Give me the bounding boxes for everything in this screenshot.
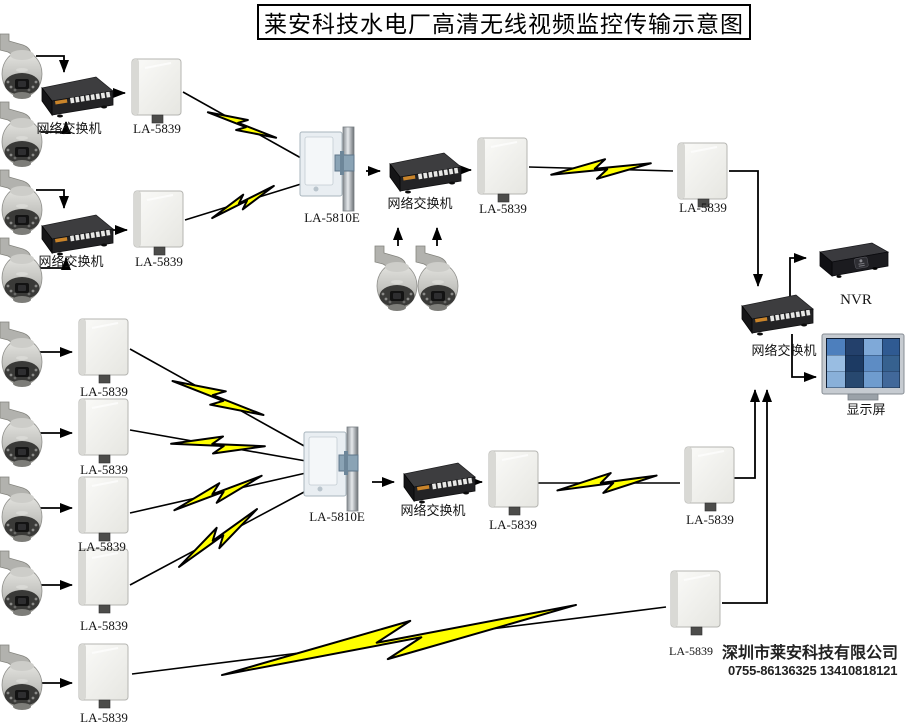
lightning-bolt-icon (206, 100, 278, 150)
lightning-bolt-icon (170, 506, 266, 570)
lightning-bolt-icon (170, 427, 266, 463)
base-station-label: LA-5810E (309, 509, 365, 524)
bridge-antenna-icon (78, 318, 129, 384)
display-monitor-icon (821, 333, 905, 401)
base-station-icon (299, 126, 355, 212)
bridge-label: LA-5839 (489, 517, 537, 532)
bridge-label: LA-5839 (133, 121, 181, 136)
cable-arrows (36, 55, 817, 688)
network-switch-icon (403, 462, 476, 504)
ptz-camera-icon (0, 169, 43, 236)
switch-label: 网络交换机 (38, 254, 103, 269)
network-switch-icon (41, 76, 114, 118)
switch-label: 网络交换机 (36, 121, 101, 136)
ptz-camera-icon (0, 644, 43, 711)
ptz-camera-icon (0, 401, 43, 468)
bridge-antenna-icon (684, 446, 735, 512)
diagram-title: 莱安科技水电厂高清无线视频监控传输示意图 (257, 4, 751, 40)
bridge-label: LA-5839 (679, 200, 727, 215)
bridge-label: LA-5839 (669, 644, 713, 658)
lightning-bolt-icon (207, 183, 279, 221)
footer: 深圳市莱安科技有限公司 0755-86136325 13410818121 (722, 643, 898, 678)
nvr-label: NVR (840, 292, 872, 308)
switch-label: 网络交换机 (751, 343, 816, 358)
lightning-bolt-icon (170, 472, 266, 514)
bridge-label: LA-5839 (80, 384, 128, 399)
network-switch-icon (741, 294, 814, 336)
bridge-label: LA-5839 (686, 512, 734, 527)
bridge-antenna-icon (78, 643, 129, 709)
bridge-antenna-icon (477, 137, 528, 203)
bridge-label: LA-5839 (80, 710, 128, 725)
bridge-label: LA-5839 (78, 539, 126, 554)
bridge-antenna-icon (677, 142, 728, 208)
bridge-antenna-icon (131, 58, 182, 124)
bridge-antenna-icon (78, 398, 129, 464)
lightning-bolt-icon (170, 365, 266, 431)
bridge-label: LA-5839 (80, 618, 128, 633)
switch-label: 网络交换机 (400, 503, 465, 518)
bridge-antenna-icon (78, 548, 129, 614)
device-labels: LA-5839 LA-5839 LA-5839 LA-5839 LA-5839 … (36, 121, 885, 725)
network-switch-icon (389, 152, 462, 194)
ptz-camera-icon (415, 245, 459, 312)
display-label: 显示屏 (846, 402, 885, 417)
nvr-icon (819, 242, 889, 279)
bridge-label: LA-5839 (479, 201, 527, 216)
ptz-camera-icon (0, 237, 43, 304)
company-phone: 0755-86136325 13410818121 (728, 663, 897, 678)
bridge-label: LA-5839 (80, 462, 128, 477)
base-station-label: LA-5810E (304, 210, 360, 225)
bridge-antenna-icon (78, 476, 129, 542)
base-station-icon (303, 426, 359, 512)
ptz-camera-icon (0, 321, 43, 388)
ptz-camera-icon (0, 33, 43, 100)
switch-label: 网络交换机 (387, 196, 452, 211)
ptz-camera-icon (0, 550, 43, 617)
bridge-label: LA-5839 (135, 254, 183, 269)
lightning-bolt-icon (218, 601, 580, 680)
bridge-antenna-icon (488, 450, 539, 516)
bridge-antenna-icon (133, 190, 184, 256)
ptz-camera-icon (0, 476, 43, 543)
company-name: 深圳市莱安科技有限公司 (722, 643, 898, 662)
lightning-bolt-icon (550, 156, 652, 182)
network-switch-icon (41, 214, 114, 256)
bridge-antenna-icon (670, 570, 721, 636)
ptz-camera-icon (374, 245, 418, 312)
